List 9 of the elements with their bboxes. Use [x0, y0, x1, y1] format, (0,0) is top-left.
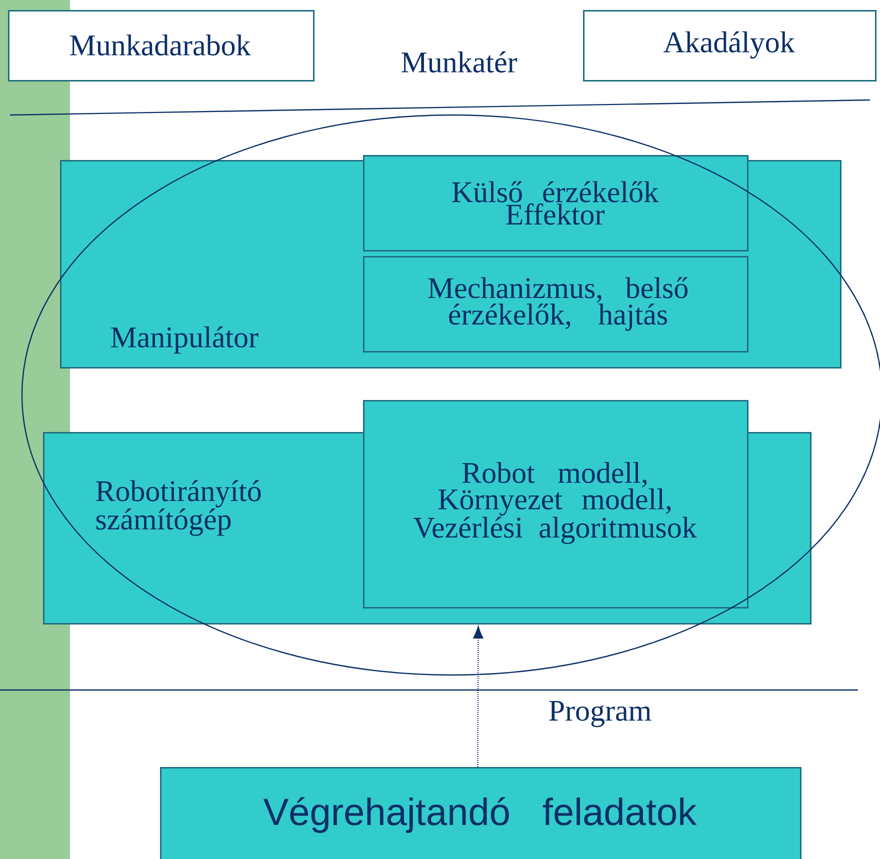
arrow: [473, 626, 484, 768]
label-box: Munkadarabok: [8, 10, 314, 82]
process-box: Robot modell, Környezet modell, Vezérlési algoritmusok: [363, 400, 748, 608]
process-box: Külső érzékelők Effektor: [363, 155, 748, 252]
process-box: Mechanizmus, belső érzékelők, hajtás: [363, 256, 748, 352]
label-box: Akadályok: [583, 10, 876, 82]
area-label: Program: [549, 700, 652, 728]
process-box: Végrehajtandó feladatok: [160, 767, 802, 859]
area-label: Munkatér: [402, 51, 518, 73]
